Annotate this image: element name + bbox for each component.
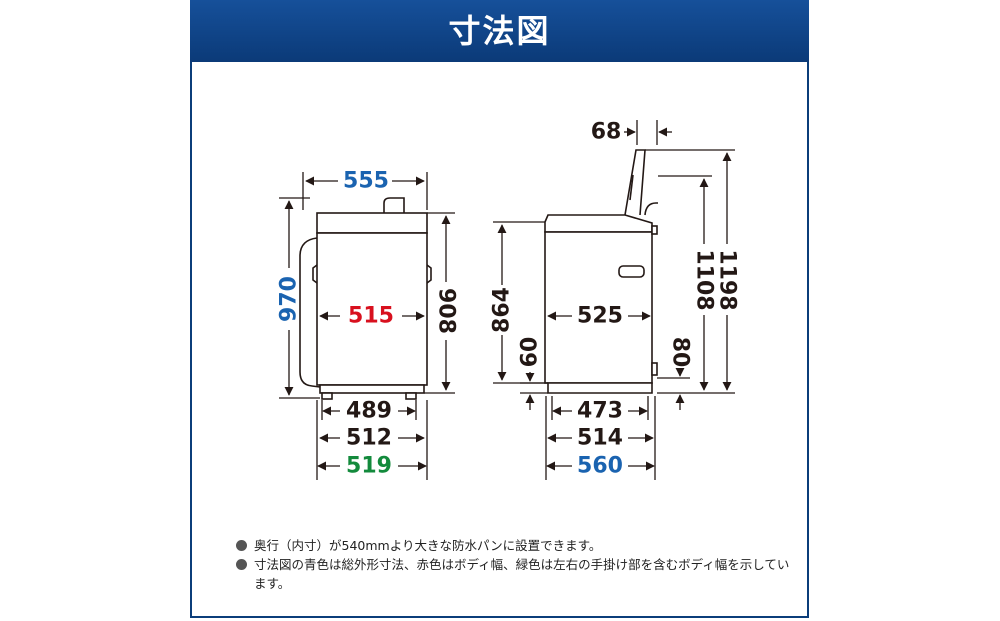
label-body-width: 515 xyxy=(348,304,394,329)
label-foot-depth: 473 xyxy=(577,399,623,424)
note-item: 奥行（内寸）が540mmより大きな防水パンに設置できます。 xyxy=(232,536,792,555)
side-view-washer xyxy=(544,149,658,394)
label-body-depth: 525 xyxy=(577,304,623,329)
bullet-icon xyxy=(236,559,247,570)
front-view-washer xyxy=(299,197,432,400)
content-panel xyxy=(190,0,809,618)
page-title: 寸法図 xyxy=(448,12,551,50)
label-handle-width: 519 xyxy=(346,454,392,479)
front-view-dimensions xyxy=(279,172,455,480)
label-body-height: 908 xyxy=(434,288,459,334)
label-base-width: 512 xyxy=(346,426,392,451)
label-overall-height: 970 xyxy=(277,276,302,322)
label-lid-open-total: 1198 xyxy=(715,249,740,310)
side-view-dimensions xyxy=(493,120,735,480)
header-bar: 寸法図 xyxy=(190,0,809,62)
label-overall-depth: 560 xyxy=(577,454,623,479)
label-base-height-left: 60 xyxy=(518,337,543,368)
label-side-body-height: 864 xyxy=(490,287,515,333)
label-lid-offset: 68 xyxy=(591,120,622,145)
note-text: 寸法図の青色は総外形寸法、赤色はボディ幅、緑色は左右の手掛け部を含むボディ幅を示… xyxy=(254,557,790,591)
notes: 奥行（内寸）が540mmより大きな防水パンに設置できます。 寸法図の青色は総外形… xyxy=(232,536,792,593)
bullet-icon xyxy=(236,540,247,551)
label-base-depth: 514 xyxy=(577,426,623,451)
note-item: 寸法図の青色は総外形寸法、赤色はボディ幅、緑色は左右の手掛け部を含むボディ幅を示… xyxy=(232,555,792,593)
label-overall-width: 555 xyxy=(343,169,389,194)
label-lid-open-height: 1108 xyxy=(692,249,717,310)
note-text: 奥行（内寸）が540mmより大きな防水パンに設置できます。 xyxy=(254,538,602,553)
label-base-height-right: 80 xyxy=(668,337,693,368)
label-foot-span: 489 xyxy=(346,399,392,424)
